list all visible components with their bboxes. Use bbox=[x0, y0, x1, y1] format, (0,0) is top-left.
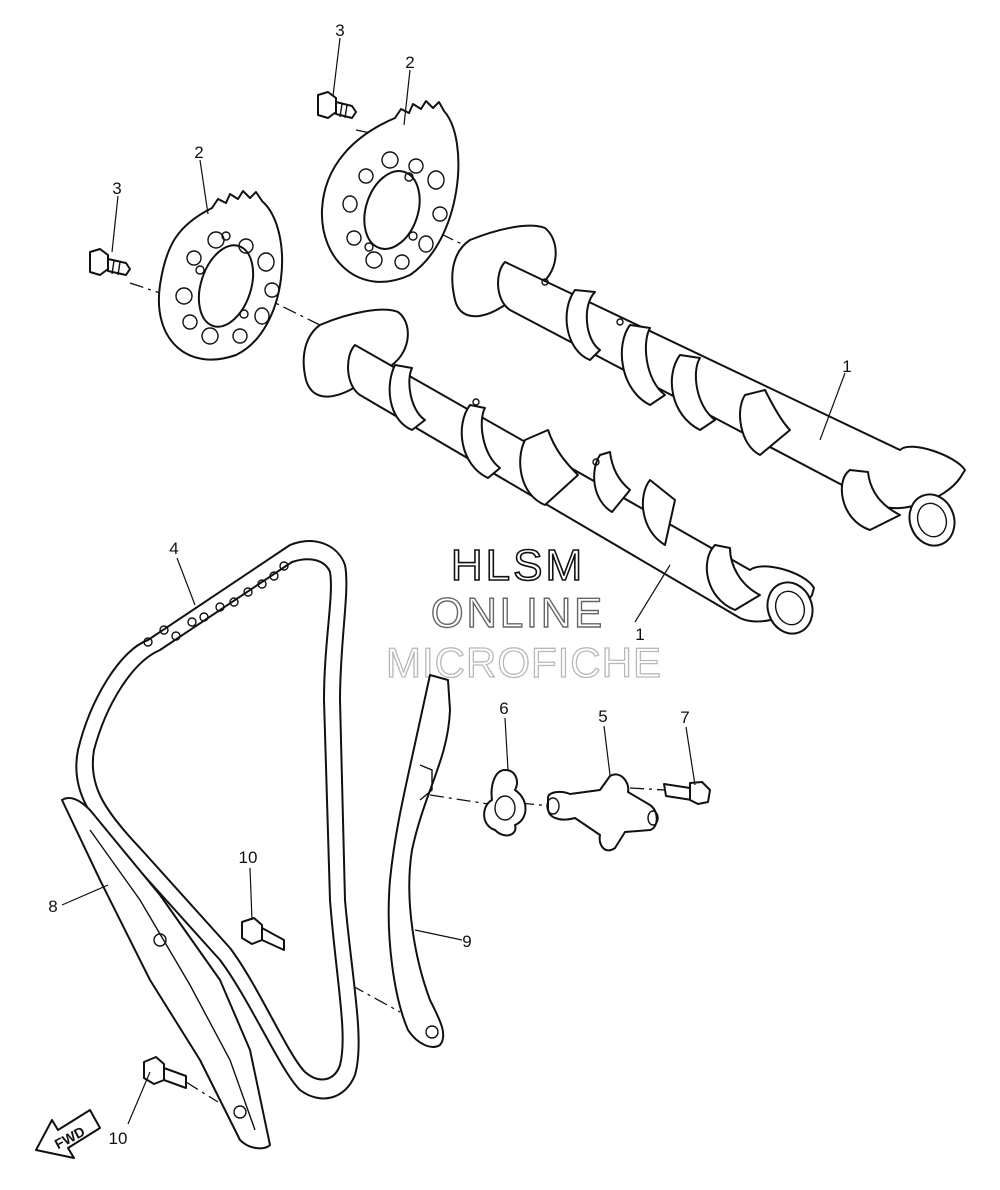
camshaft-sprocket-rear bbox=[320, 100, 460, 283]
callout-10: 10 bbox=[109, 1129, 128, 1148]
chain-guide bbox=[61, 797, 271, 1150]
watermark-line-1: HLSM bbox=[451, 541, 585, 590]
tensioner-guide bbox=[387, 674, 451, 1048]
watermark-line-2: ONLINE bbox=[431, 589, 605, 636]
camshaft-exhaust bbox=[451, 224, 966, 547]
callout-5: 5 bbox=[598, 707, 607, 726]
camshaft-intake bbox=[302, 308, 815, 635]
camshaft-sprocket-front bbox=[157, 190, 284, 361]
callout-10: 10 bbox=[239, 848, 258, 867]
callout-1: 1 bbox=[635, 625, 644, 644]
guide-bolt-lower bbox=[143, 1056, 187, 1089]
tensioner-gasket bbox=[483, 769, 527, 837]
callout-7: 7 bbox=[680, 708, 689, 727]
watermark: HLSM ONLINE MICROFICHE bbox=[385, 540, 662, 686]
callout-2: 2 bbox=[405, 53, 414, 72]
leader-lines bbox=[61, 37, 846, 1125]
callout-3: 3 bbox=[335, 21, 344, 40]
callout-4: 4 bbox=[169, 539, 178, 558]
tensioner-bolt bbox=[663, 781, 711, 805]
timing-chain bbox=[75, 540, 360, 1100]
callout-labels: 3 2 2 3 1 1 4 6 5 7 10 8 9 10 bbox=[48, 21, 851, 1148]
callout-9: 9 bbox=[462, 932, 471, 951]
callout-1: 1 bbox=[842, 357, 851, 376]
callout-3: 3 bbox=[112, 179, 121, 198]
sprocket-bolt-rear bbox=[317, 91, 357, 119]
callout-6: 6 bbox=[499, 699, 508, 718]
watermark-line-3: MICROFICHE bbox=[386, 639, 662, 686]
chain-tensioner bbox=[546, 773, 659, 852]
callout-2: 2 bbox=[194, 143, 203, 162]
fwd-arrow: FWD bbox=[35, 1109, 101, 1159]
callout-8: 8 bbox=[48, 897, 57, 916]
sprocket-bolt-front bbox=[89, 248, 131, 276]
guide-bolt-upper bbox=[241, 917, 285, 951]
